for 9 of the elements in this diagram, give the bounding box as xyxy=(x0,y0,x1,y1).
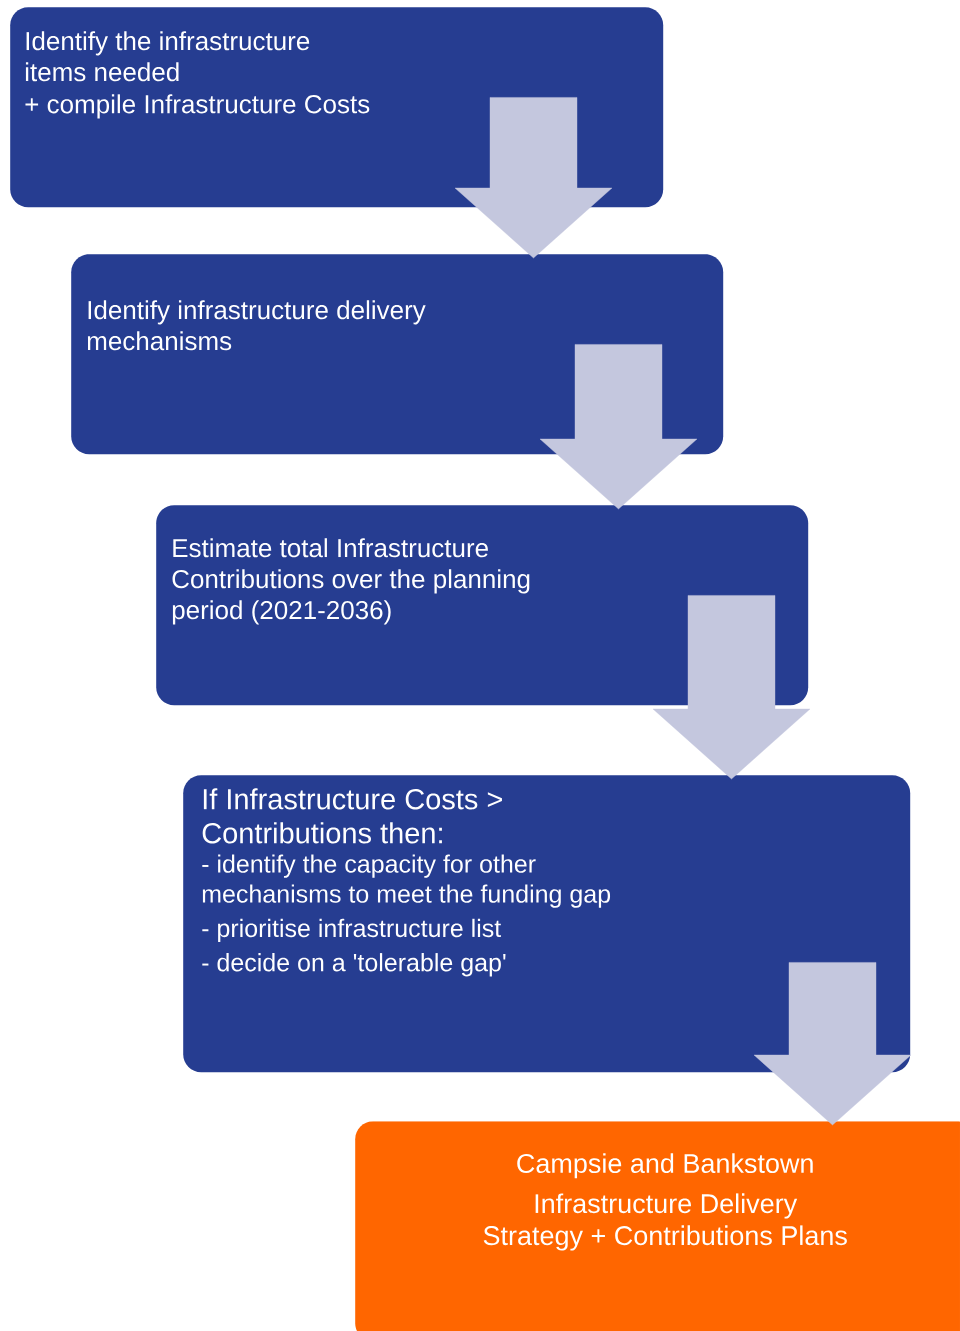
arrow xyxy=(753,962,912,1126)
process-box: Identify infrastructure delivery mechanisms xyxy=(71,254,724,455)
result-box: Campsie and Bankstown Infrastructure Delivery Strategy + Contributions Plans xyxy=(355,1121,960,1331)
process-box: Estimate total Infrastructure Contributions over the planning period (2021-2036) xyxy=(156,505,809,706)
process-box: If Infrastructure Costs > Contributions then: - identify the capacity for other mechanisms to meet the funding gap - prioritise infrastructure list - decide on a 'tolerable gap' xyxy=(183,775,911,1073)
arrow xyxy=(539,344,698,510)
arrow xyxy=(652,595,811,780)
arrow xyxy=(454,97,613,259)
process-box: Identify the infrastructure items needed + compile Infrastructure Costs xyxy=(10,7,664,208)
